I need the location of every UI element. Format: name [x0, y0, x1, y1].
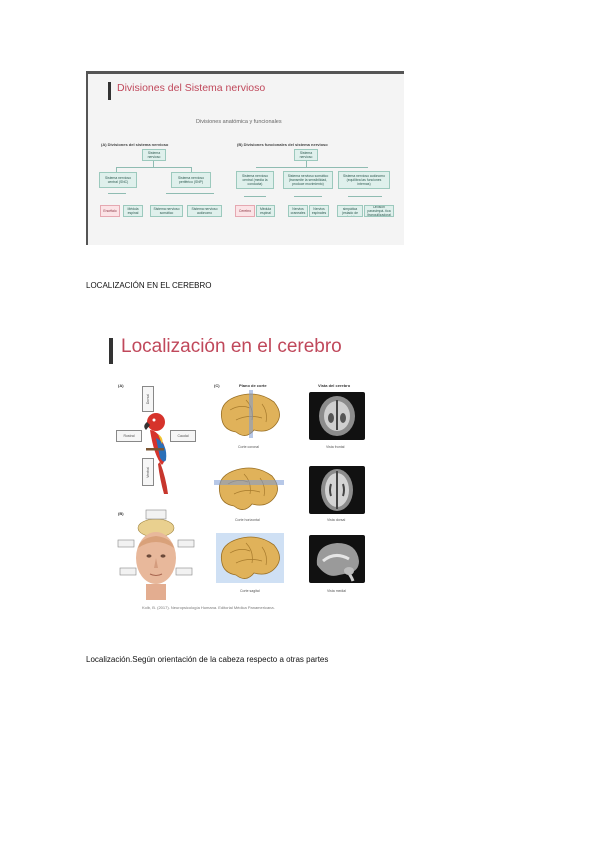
slide-divisiones: Divisiones del Sistema nervioso Division… — [86, 71, 404, 245]
arrow-caudal: Caudal — [170, 430, 196, 442]
caption-corte-horizontal: Corte horizontal — [235, 518, 260, 522]
connector — [153, 161, 154, 167]
caption-vista-medial: Vista medial — [327, 589, 347, 593]
b-autonomo-box: Sistema nervioso autónomo (equilibra las… — [338, 171, 390, 189]
connector — [294, 196, 322, 197]
scan-dorsal-image — [321, 469, 353, 511]
panel-b-label: (B) — [118, 511, 124, 516]
image-credit: Kolb, B. (2017). Neuropsicología Humana.… — [142, 605, 275, 610]
scan-frontal-image — [319, 396, 355, 436]
a-root-box: Sistema nervioso — [142, 149, 166, 161]
arrow-rostral: Rostral — [116, 430, 142, 442]
connector — [256, 167, 368, 168]
slide-subtitle: Divisiones anatómica y funcionales — [196, 119, 282, 125]
brain-coronal-cut — [220, 390, 280, 438]
a-encefalo-box: Encéfalo — [100, 205, 120, 217]
head-illustration — [117, 509, 195, 600]
slide-top-border — [86, 71, 404, 74]
slide-left-border — [86, 71, 88, 245]
section-b-heading: (B) Divisiones funcionales del sistema n… — [237, 142, 328, 147]
b-cerebro-box: Cerebro — [235, 205, 255, 217]
scan-vista-dorsal — [309, 466, 365, 514]
arrow-caudal-label: Caudal — [177, 434, 189, 438]
caption-vista-dorsal: Vista dorsal — [327, 518, 346, 522]
scan-vista-medial — [309, 535, 365, 583]
connector — [116, 167, 191, 168]
connector — [244, 196, 266, 197]
caption-vista-frontal: Vista frontal — [326, 445, 345, 449]
col-plano-de-corte: Plano de corte — [239, 383, 267, 388]
brain-horizontal-cut — [214, 467, 284, 510]
b-simpatica-box: División simpática (estado de alerta) — [337, 205, 363, 217]
panel-a-label: (A) — [118, 383, 124, 388]
a-snp-box: Sistema nervioso periférico (SNP) — [171, 172, 211, 188]
title-accent-bar — [109, 338, 113, 364]
title-accent-bar — [108, 82, 111, 100]
panel-c-label: (C) — [214, 383, 220, 388]
b-craneales-box: Nervios craneales — [288, 205, 308, 217]
connector — [108, 193, 126, 194]
caption-bottom: Localización.Según orientación de la cab… — [86, 655, 329, 664]
section-a-heading: (A) Divisiones del sistema nervioso — [101, 142, 169, 147]
a-autonomo-box: Sistema nervioso autónomo — [187, 205, 222, 217]
heading-localizacion: LOCALIZACIÓN EN EL CEREBRO — [86, 281, 212, 290]
connector — [166, 193, 214, 194]
b-root-box: Sistema nervioso — [294, 149, 318, 161]
slide-title: Localización en el cerebro — [121, 336, 342, 357]
slide-localizacion: Localización en el cerebro (A) (B) (C) P… — [96, 328, 396, 618]
connector — [116, 167, 117, 172]
arrow-dorsal-label: Dorsal — [146, 393, 150, 405]
connector — [191, 167, 192, 172]
a-medula-box: Médula espinal — [123, 205, 143, 217]
b-central-box: Sistema nervioso central (media la condu… — [236, 171, 274, 189]
parrot-illustration — [144, 413, 168, 494]
slide-title: Divisiones del Sistema nervioso — [117, 82, 266, 94]
arrow-ventral: Ventral — [142, 458, 154, 486]
connector — [306, 161, 307, 167]
b-espinales-box: Nervios espinales — [309, 205, 329, 217]
b-medula-box: Médula espinal — [256, 205, 275, 217]
a-somatico-box: Sistema nervioso somático — [150, 205, 183, 217]
arrow-rostral-label: Rostral — [123, 434, 135, 438]
caption-corte-coronal: Corte coronal — [238, 445, 260, 449]
scan-medial-image — [316, 543, 359, 582]
connector — [348, 196, 382, 197]
caption-corte-sagital: Corte sagital — [240, 589, 260, 593]
b-somatico-box: Sistema nervioso somático (transmite la … — [283, 171, 333, 189]
arrow-dorsal: Dorsal — [142, 386, 154, 412]
scan-vista-frontal — [309, 392, 365, 440]
brain-sagittal-cut — [220, 536, 280, 579]
a-snc-box: Sistema nervioso central (SNC) — [99, 172, 137, 188]
col-vista-del-cerebro: Vista del cerebro — [318, 383, 351, 388]
b-parasimpatica-box: División parasimpá- tica (tranquilizador… — [364, 205, 394, 217]
